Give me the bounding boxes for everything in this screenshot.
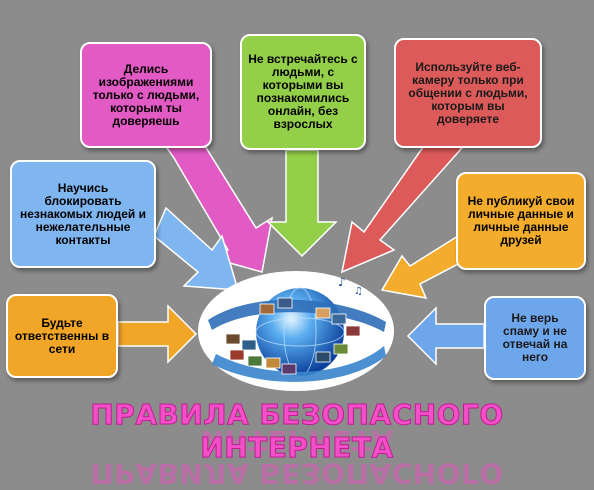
rule-spam-text: Не верь спаму и не отвечай на него — [502, 311, 568, 364]
arrow-amber — [117, 304, 198, 364]
music-note-icon: ♪ — [338, 275, 346, 289]
arrow-green — [266, 149, 338, 258]
rule-webcam-text: Используйте веб-камеру только при общени… — [408, 59, 528, 126]
arrow-pink — [158, 137, 274, 273]
rule-dont-meet: Не встречайтесь с людьми, с которыми вы … — [240, 34, 366, 150]
rule-private-data-text: Не публикуй свои личные данные и личные … — [467, 194, 575, 247]
rule-webcam: Используйте веб-камеру только при общени… — [394, 38, 542, 148]
photo-tiles — [225, 297, 361, 375]
rule-share-images: Делись изображениями только с людьми, ко… — [80, 42, 212, 148]
arrow-light-blue — [153, 206, 240, 291]
internet-globe-icon: ♪ ♫ — [198, 271, 394, 391]
svg-text:♫: ♫ — [354, 286, 363, 297]
rule-spam: Не верь спаму и не отвечай на него — [484, 296, 586, 380]
arrow-red — [340, 139, 464, 274]
rule-responsible-text: Будьте ответственны в сети — [14, 315, 110, 356]
rule-private-data: Не публикуй свои личные данные и личные … — [456, 172, 586, 270]
film-ribbon — [208, 299, 386, 332]
arrows-layer — [117, 137, 485, 366]
rule-block: Научись блокировать незнакомых людей и н… — [10, 160, 156, 268]
diagram-canvas: Делись изображениями только с людьми, ко… — [0, 34, 594, 490]
rule-dont-meet-text: Не встречайтесь с людьми, с которыми вы … — [248, 52, 358, 131]
rule-responsible: Будьте ответственны в сети — [6, 294, 118, 378]
arrow-blue — [406, 306, 485, 366]
rule-block-text: Научись блокировать незнакомых людей и н… — [19, 180, 147, 247]
diagram-title: ПРАВИЛА БЕЗОПАСНОГО ИНТЕРНЕТА — [90, 398, 504, 465]
arrow-orange — [380, 234, 459, 299]
title-area: ПРАВИЛА БЕЗОПАСНОГО ИНТЕРНЕТА ПРАВИЛА БЕ… — [0, 398, 594, 490]
rule-share-images-text: Делись изображениями только с людьми, ко… — [92, 61, 200, 128]
